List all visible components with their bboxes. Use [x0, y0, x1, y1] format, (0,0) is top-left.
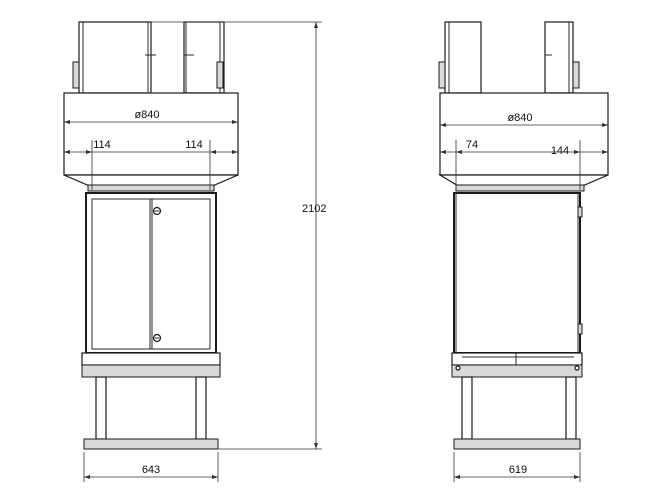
front-funnel-rim: [87, 184, 215, 192]
front-base-plate: [81, 352, 221, 366]
side-base-plate: [451, 352, 583, 378]
front-cabinet: [85, 192, 217, 354]
side-left-offset-label: 74: [466, 139, 478, 151]
front-dim-height: 2102: [151, 21, 326, 450]
front-stand-top: [81, 364, 221, 378]
front-total-height-label: 2102: [302, 203, 326, 215]
front-dim-diameter: ø840: [64, 109, 238, 124]
front-left-offset-label: 114: [93, 139, 111, 151]
front-dim-base: 643: [83, 452, 219, 482]
front-head-box: [63, 92, 239, 176]
front-upper-panels: [72, 21, 225, 94]
front-base-width-label: 643: [142, 464, 160, 476]
side-dim-base: 619: [453, 452, 581, 482]
side-cabinet: [453, 192, 583, 354]
side-stand: [453, 376, 581, 450]
side-head-box: [439, 92, 609, 176]
side-upper-panels: [438, 21, 580, 94]
side-view: ø840 74 144 619: [437, 21, 609, 482]
side-right-offset-label: 144: [551, 145, 569, 157]
side-dim-offsets: 74 144: [440, 139, 608, 190]
front-view: ø840 114 114 643: [63, 21, 326, 482]
front-diameter-label: ø840: [134, 109, 159, 121]
side-base-width-label: 619: [509, 464, 527, 476]
front-stand: [83, 376, 219, 450]
side-dim-diameter: ø840: [440, 112, 608, 127]
front-right-offset-label: 114: [185, 139, 203, 151]
side-funnel-rim: [455, 184, 585, 192]
side-diameter-label: ø840: [507, 112, 532, 124]
front-dim-offsets: 114 114: [64, 139, 238, 190]
